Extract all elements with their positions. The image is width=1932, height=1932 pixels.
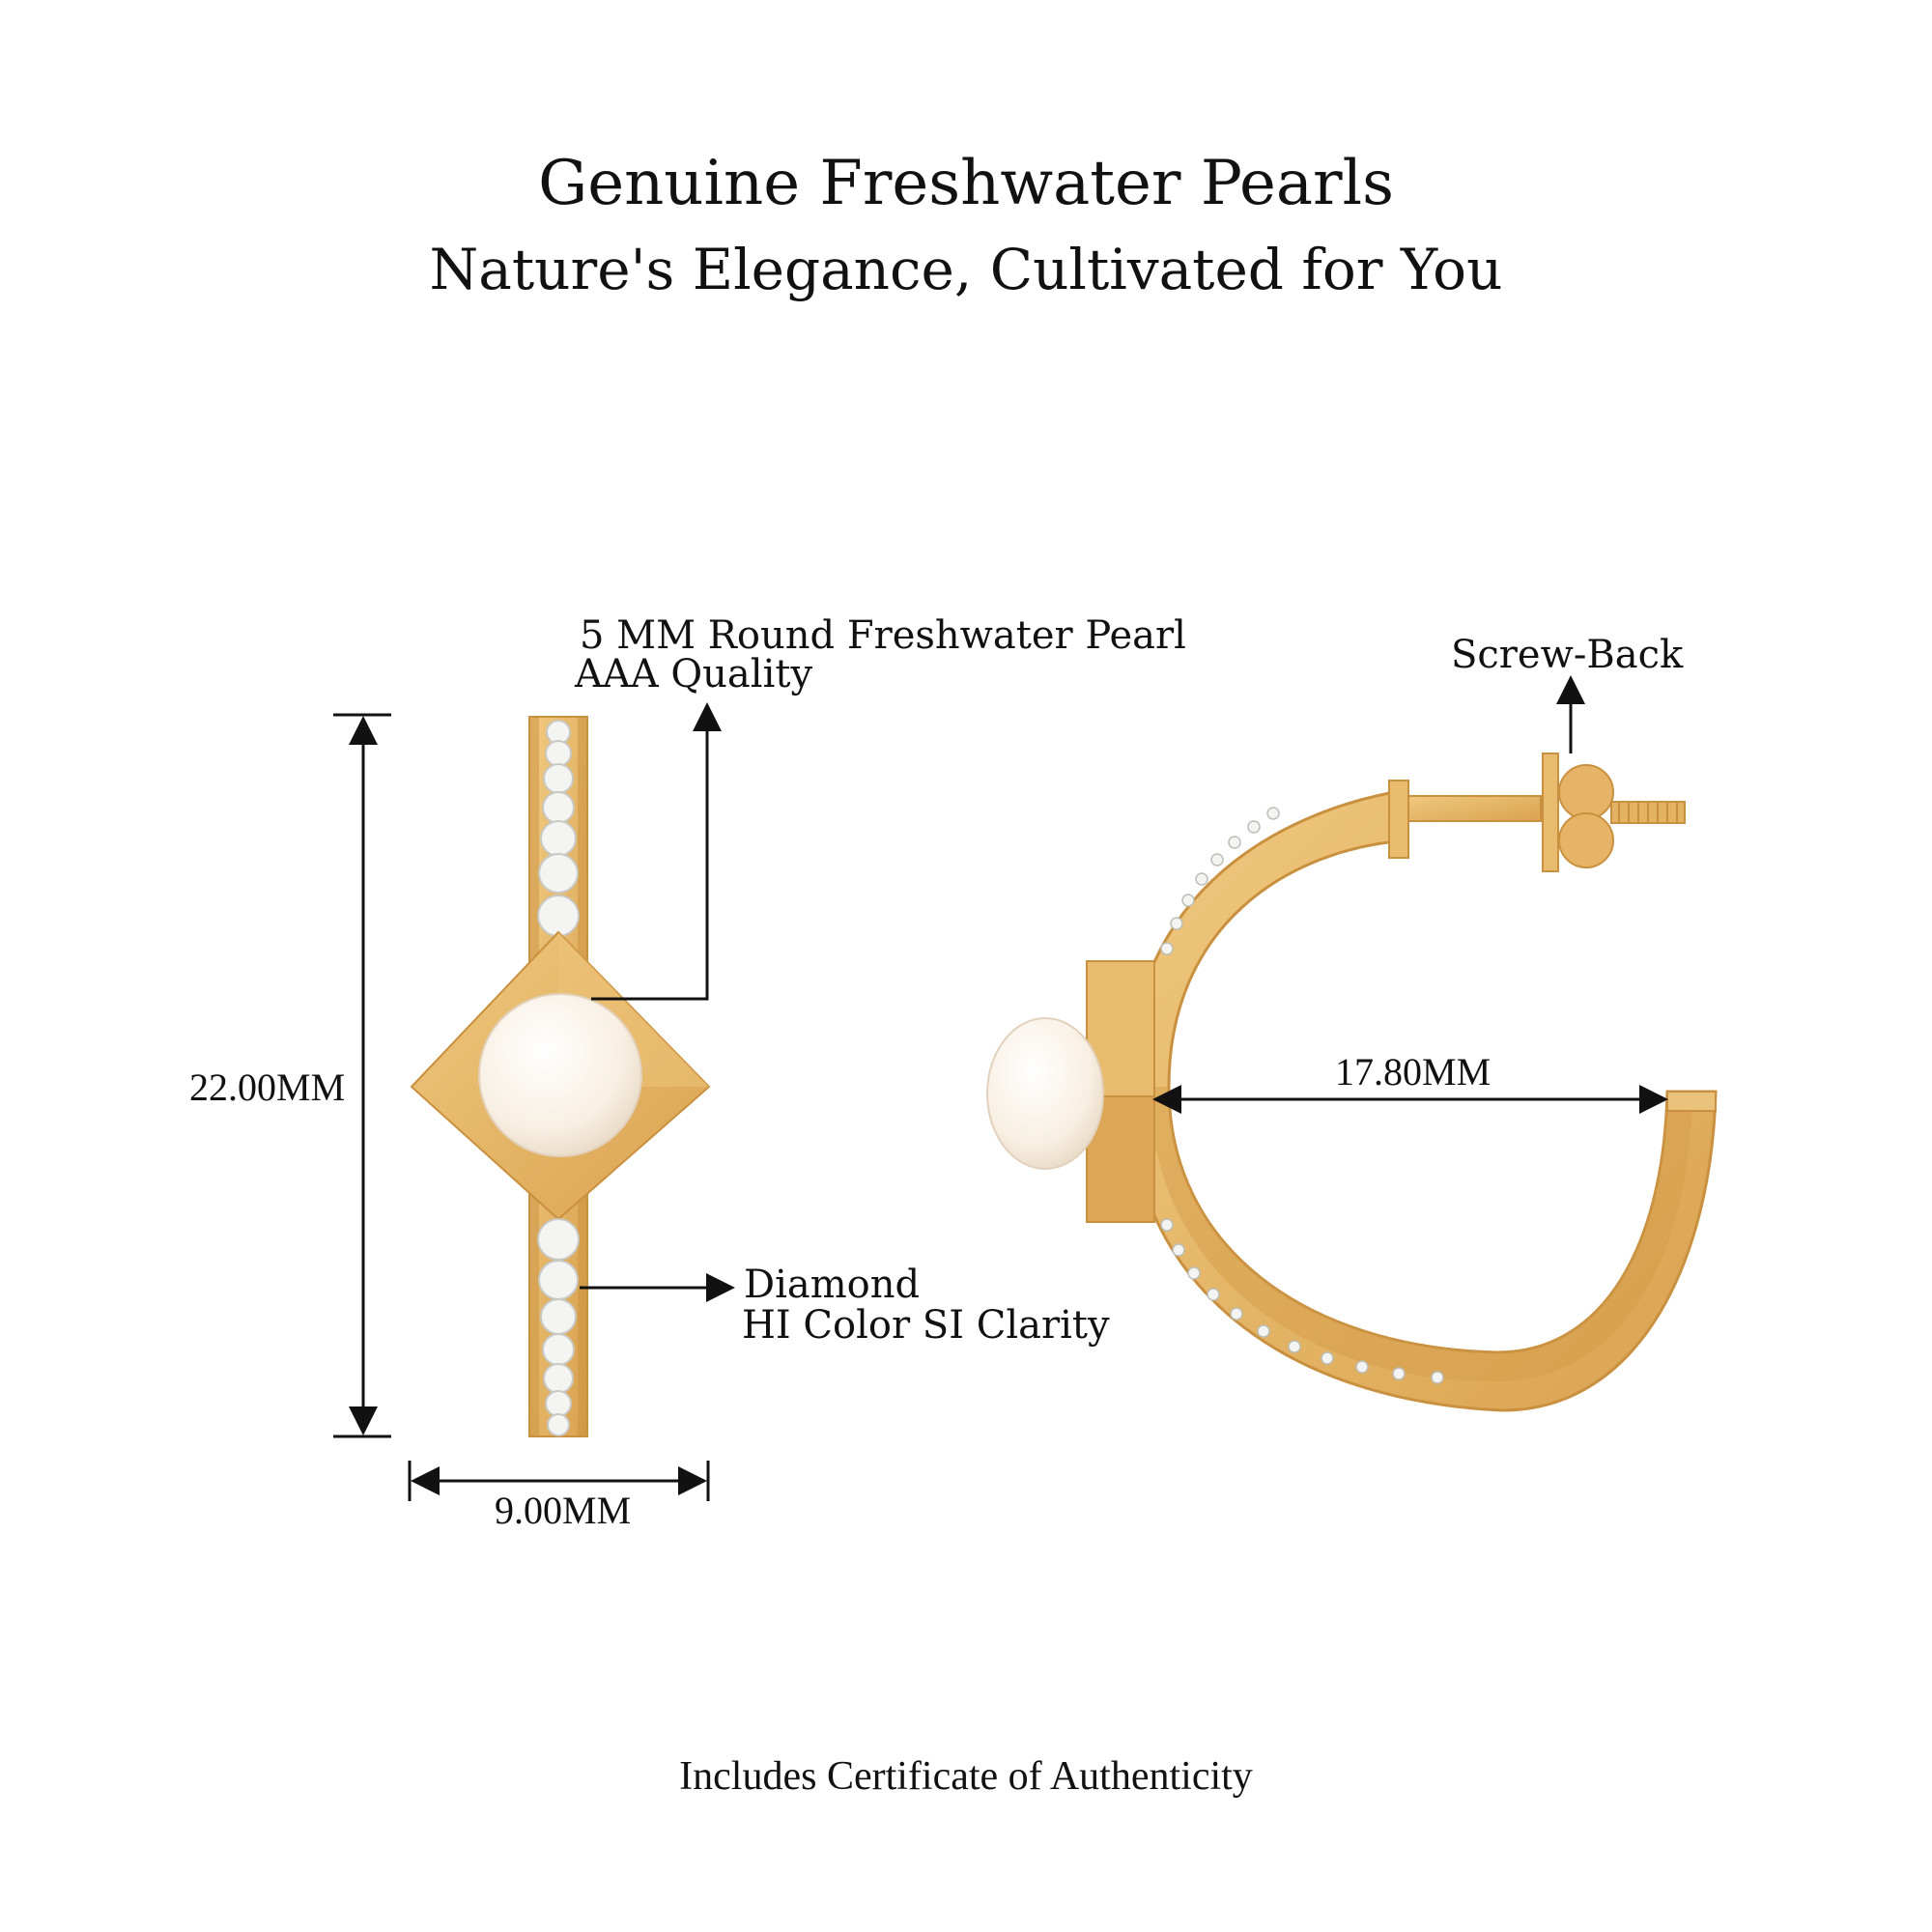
diamond-callout-line1: Diamond xyxy=(744,1263,921,1307)
page-subtitle: Nature's Elegance, Cultivated for You xyxy=(429,237,1503,302)
diamond-callout-line2: HI Color SI Clarity xyxy=(742,1303,1110,1348)
screw-back-label: Screw-Back xyxy=(1451,633,1684,677)
pearl-callout-line1: 5 MM Round Freshwater Pearl xyxy=(580,613,1186,658)
earring-side-view-icon xyxy=(986,753,1718,1412)
page-title: Genuine Freshwater Pearls xyxy=(538,148,1394,219)
diamond-row-bottom xyxy=(537,1218,580,1436)
height-label: 22.00MM xyxy=(189,1065,346,1109)
diameter-label: 17.80MM xyxy=(1335,1050,1492,1094)
earring-front-view-icon xyxy=(410,716,711,1437)
pearl-leader-line xyxy=(591,702,722,1001)
height-dimension xyxy=(333,713,391,1438)
diamond-row-top xyxy=(537,720,580,937)
pearl-front xyxy=(478,993,642,1157)
footer-note: Includes Certificate of Authenticity xyxy=(679,1754,1253,1799)
width-dimension xyxy=(408,1461,710,1501)
width-label: 9.00MM xyxy=(495,1489,632,1532)
diamond-edge-dots xyxy=(1160,807,1444,1384)
pearl-side xyxy=(986,1017,1104,1170)
pearl-callout-line2: AAA Quality xyxy=(575,652,813,696)
